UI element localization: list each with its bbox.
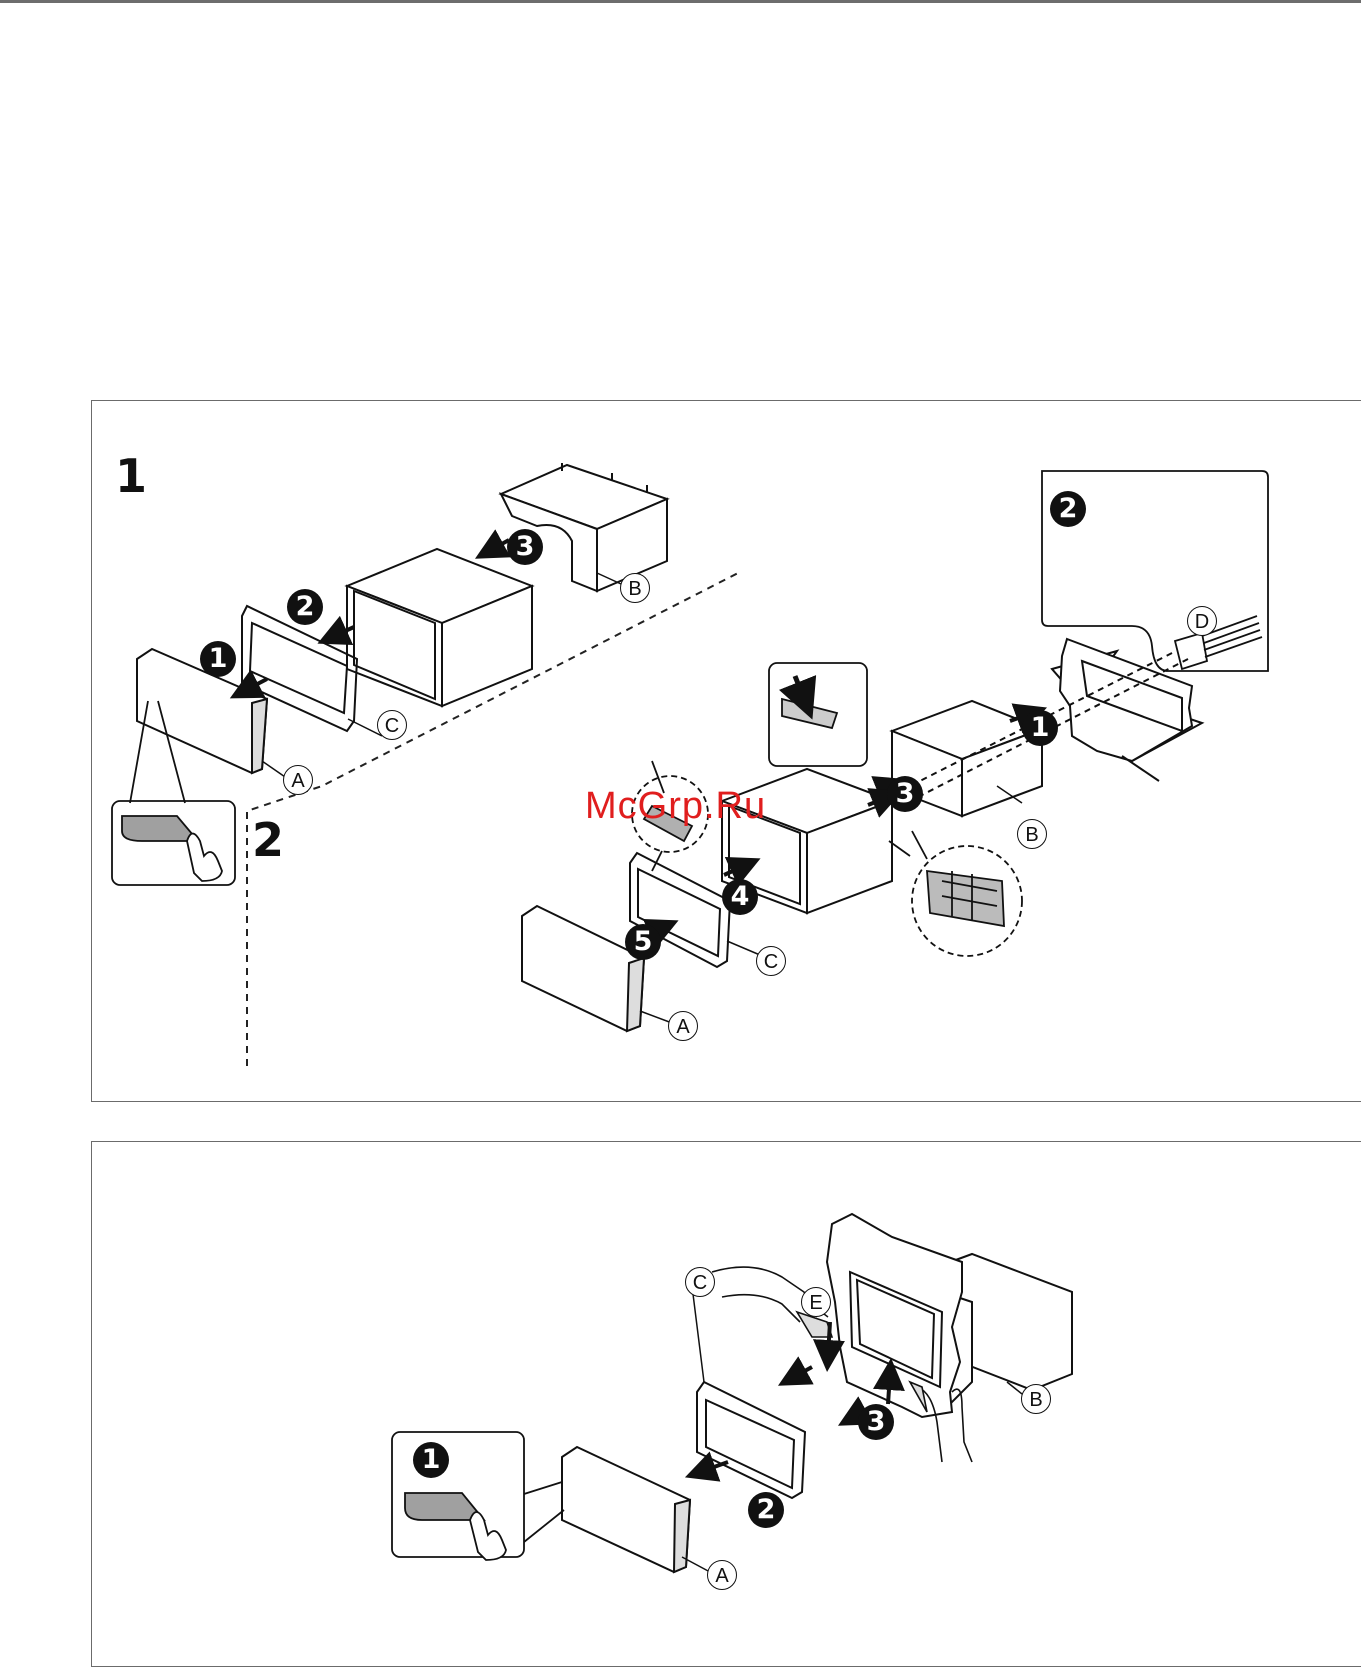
sleeve-b [501,463,667,591]
step2-badge-install-sleeve: 1 [1022,710,1058,746]
step1-badge-remove-trim: 2 [287,589,323,625]
badge-remove-trim: 2 [748,1492,784,1528]
bent-tab-icon [769,663,867,766]
step2-badge-connect-wiring: 2 [1050,491,1086,527]
part-label-b: B [1021,1384,1051,1414]
watermark-text: McGrp.Ru [585,785,766,828]
installation-diagram [92,401,1361,1101]
badge-release-button: 1 [413,1442,449,1478]
step2-badge-attach-trim: 4 [722,879,758,915]
part-label-b: B [620,573,650,603]
part-label-b-step2: B [1017,819,1047,849]
part-label-c-step2: C [756,946,786,976]
part-label-a: A [707,1560,737,1590]
part-label-d: D [1187,606,1217,636]
part-label-a-step2: A [668,1011,698,1041]
faceplate-a [562,1447,690,1572]
step2-badge-attach-faceplate: 5 [625,924,661,960]
part-label-c: C [685,1267,715,1297]
part-label-c: C [377,710,407,740]
step1-badge-remove-sleeve: 3 [507,529,543,565]
page-top-rule [0,0,1361,3]
installation-figure-panel: 1 2 3 2 1 2 1 3 4 5 B C A D B C A [91,400,1361,1102]
step-1-number: 1 [115,449,147,503]
step1-badge-remove-faceplate: 1 [200,641,236,677]
faceplate-a-installing [522,906,644,1031]
part-label-a: A [283,765,313,795]
badge-pull-unit: 3 [858,1404,894,1440]
rear-detail-magnifier [889,831,1022,956]
part-label-e: E [801,1287,831,1317]
radio-body [347,549,532,706]
step-2-number: 2 [252,813,284,867]
step2-badge-insert-unit: 3 [887,776,923,812]
trim-ring-c [697,1382,805,1498]
removal-figure-panel: 1 2 3 C E B A [91,1141,1361,1667]
